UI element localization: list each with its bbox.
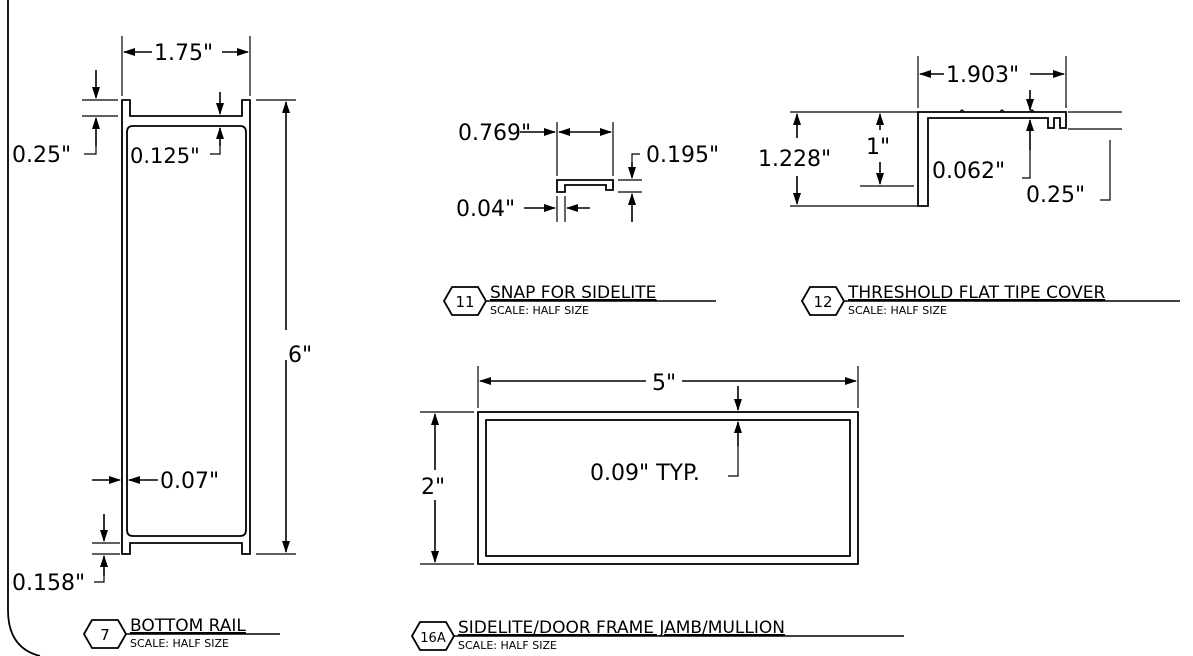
bottom-rail-inner (126, 125, 247, 537)
dim-jamb-wall: 0.09" TYP. (590, 461, 700, 486)
detail-scale: SCALE: HALF SIZE (458, 639, 557, 652)
detail-scale: SCALE: HALF SIZE (848, 304, 947, 317)
detail-scale: SCALE: HALF SIZE (130, 637, 229, 650)
dim-jamb-height: 2" (421, 475, 445, 500)
dim-threshold-width: 1.903" (946, 63, 1019, 88)
bottom-rail-profile (121, 99, 251, 555)
detail-title: THRESHOLD FLAT TIPE COVER (847, 283, 1105, 303)
detail-title: SIDELITE/DOOR FRAME JAMB/MULLION (458, 618, 785, 638)
jamb-outer (477, 411, 859, 565)
detail-tag-number: 11 (455, 293, 474, 311)
dim-threshold-height: 1" (866, 135, 890, 160)
dim-snap-height: 0.195" (646, 143, 719, 168)
dim-rail-top-flange: 0.25" (12, 143, 71, 168)
detail-tag-number: 7 (100, 626, 110, 644)
sheet-border (7, 0, 41, 656)
snap-profile (556, 179, 614, 193)
dim-rail-height: 6" (288, 343, 312, 368)
detail-tag-number: 12 (813, 293, 832, 311)
dim-threshold-lip: 0.25" (1026, 183, 1085, 208)
detail-title: BOTTOM RAIL (130, 616, 246, 636)
detail-tag-number: 16A (420, 631, 446, 646)
dim-jamb-width: 5" (652, 371, 676, 396)
threshold-profile (917, 111, 1067, 207)
dim-snap-width: 0.769" (458, 121, 531, 146)
dim-rail-bottom-flange: 0.158" (12, 571, 85, 596)
detail-scale: SCALE: HALF SIZE (490, 304, 589, 317)
dim-rail-width: 1.75" (154, 41, 213, 66)
dim-rail-wall-side: 0.07" (160, 469, 219, 494)
detail-snap-sidelite: 0.769" 0.195" 0.04" 11 SNAP FOR SIDELITE… (442, 121, 719, 317)
detail-title: SNAP FOR SIDELITE (490, 283, 656, 303)
dim-rail-wall-top: 0.125" (130, 144, 200, 168)
dim-threshold-overall-height: 1.228" (758, 147, 831, 172)
detail-jamb-mullion: 5" 2" 0.09" TYP. 16A SIDELITE/DOOR FRAME… (410, 366, 904, 652)
dim-threshold-wall: 0.062" (932, 159, 1005, 184)
detail-bottom-rail: 1.75" 6" 0.25" 0.125" 0.07" 0.158" 7 (12, 36, 312, 650)
detail-threshold-cover: 1.903" 1.228" 1" 0.062" 0.25" 12 THRESHO… (758, 56, 1180, 317)
dim-snap-wall: 0.04" (456, 197, 515, 222)
jamb-inner (485, 419, 851, 557)
